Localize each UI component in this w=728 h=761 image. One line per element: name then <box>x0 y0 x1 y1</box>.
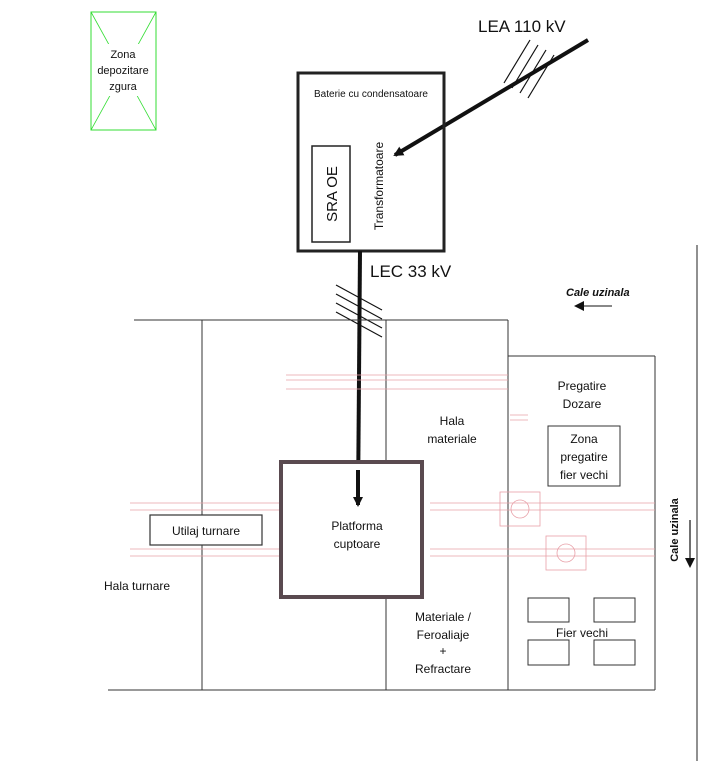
plant-road-top-label: Cale uzinala <box>566 287 630 299</box>
lec-tick-marks <box>335 284 383 338</box>
furnace-platform-line-1: Platforma <box>331 519 383 533</box>
lea-110kv-line <box>393 38 590 157</box>
materials-store-line-2: Feroaliaje <box>417 628 470 642</box>
scrap-prep-line-1: Zona <box>570 432 598 446</box>
scrap-label: Fier vechi <box>556 626 608 640</box>
plant-road-side-label: Cale uzinala <box>669 497 681 561</box>
slag-zone-line-1: Zona <box>110 49 136 61</box>
lea-tick-marks <box>503 39 555 99</box>
crane-rails <box>130 374 655 571</box>
furnace-platform: Platforma cuptoare <box>279 460 424 599</box>
capacitor-bank-label: Baterie cu condensatoare <box>314 89 428 100</box>
materials-store-line-3: + <box>439 644 446 658</box>
transformers-label: Transformatoare <box>372 142 386 231</box>
slag-zone-line-2: depozitare <box>97 65 148 77</box>
casting-hall-label: Hala turnare <box>104 579 170 593</box>
materials-store-line-4: Refractare <box>415 662 471 676</box>
slag-storage-zone: Zona depozitare zgura <box>90 11 157 131</box>
materials-hall-line-2: materiale <box>427 432 477 446</box>
casting-equipment-label: Utilaj turnare <box>172 524 240 538</box>
casting-equipment: Utilaj turnare <box>149 514 263 546</box>
scrap-prep-line-3: fier vechi <box>560 468 608 482</box>
furnace-platform-line-2: cuptoare <box>334 537 381 551</box>
sra-oe-box <box>311 145 351 243</box>
sra-oe-label: SRA OE <box>324 166 341 222</box>
slag-zone-line-3: zgura <box>109 81 137 93</box>
scrap-bins <box>527 597 636 666</box>
lec-33kv-label: LEC 33 kV <box>370 262 452 281</box>
materials-store-line-1: Materiale / <box>415 610 472 624</box>
prep-dosing-line-2: Dozare <box>563 397 602 411</box>
prep-dosing-line-1: Pregatire <box>558 379 607 393</box>
substation-box: Baterie cu condensatoare SRA OE Transfor… <box>296 71 446 253</box>
materials-hall-line-1: Hala <box>440 414 465 428</box>
scrap-prep-line-2: pregatire <box>560 450 608 464</box>
scrap-prep-zone: Zona pregatire fier vechi <box>547 425 621 487</box>
lea-110kv-label: LEA 110 kV <box>478 17 566 36</box>
